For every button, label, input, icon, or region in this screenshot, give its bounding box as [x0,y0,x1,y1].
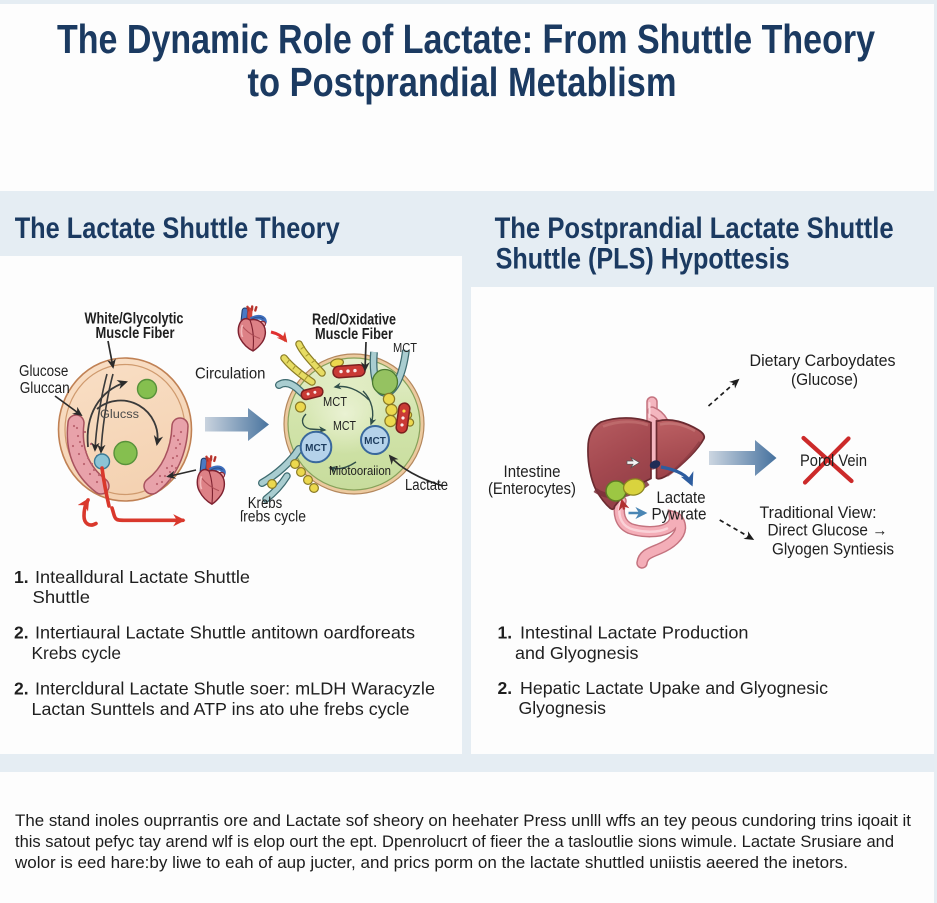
svg-text:Muscle Fiber: Muscle Fiber [315,326,393,343]
svg-text:Intestinal Lactate Production: Intestinal Lactate Production [520,623,749,643]
svg-text:2.: 2. [14,679,29,699]
svg-text:Circulation: Circulation [195,366,265,383]
svg-text:Miotooraiion: Miotooraiion [329,463,391,478]
svg-text:The Dynamic Role of Lactate: F: The Dynamic Role of Lactate: From Shuttl… [57,16,875,62]
svg-text:Krebs: Krebs [248,495,283,512]
svg-text:The Postprandial Lactate Shutt: The Postprandial Lactate Shuttle [495,212,894,245]
svg-text:Gluccan: Gluccan [20,380,70,397]
svg-text:Glucss: Glucss [100,409,139,421]
svg-text:Glyognesis: Glyognesis [518,698,606,718]
svg-text:Traditional View:: Traditional View: [759,504,876,522]
svg-text:1.: 1. [497,623,512,643]
svg-text:The Lactate Shuttle Theory: The Lactate Shuttle Theory [15,212,340,245]
svg-text:Intestine: Intestine [503,463,560,481]
svg-text:this satout pefyc tay arend wl: this satout pefyc tay arend wlf is elop … [15,832,894,851]
svg-text:Pywrate: Pywrate [651,506,706,524]
svg-text:and Glyognesis: and Glyognesis [515,643,639,663]
svg-text:Red/Oxidative: Red/Oxidative [312,312,396,329]
svg-text:ſrebs cycle: ſrebs cycle [240,509,306,526]
svg-text:2.: 2. [497,678,512,698]
svg-text:Lactate: Lactate [656,489,705,507]
svg-text:(Enterocytes): (Enterocytes) [488,480,576,498]
svg-text:MCT: MCT [323,395,347,409]
svg-text:Lactate: Lactate [405,477,448,494]
svg-text:Shuttle (PLS) Hypottesis: Shuttle (PLS) Hypottesis [496,243,790,276]
svg-text:The stand inoles ouprrantis or: The stand inoles ouprrantis ore and Lact… [15,811,911,830]
svg-text:MCT: MCT [305,443,327,454]
svg-text:Intertiaural Lactate Shuttle a: Intertiaural Lactate Shuttle antitown oa… [35,623,415,643]
svg-text:MCT: MCT [393,340,417,355]
svg-text:Muscle Fiber: Muscle Fiber [96,325,175,342]
svg-text:to Postprandial Metablism: to Postprandial Metablism [248,59,677,105]
svg-text:Intealldural Lactate Shuttle: Intealldural Lactate Shuttle [35,567,250,587]
svg-text:Hepatic Lactate Upake and Glyo: Hepatic Lactate Upake and Glyognesic [520,678,828,698]
svg-text:1.: 1. [14,567,29,587]
svg-text:White/Glycolytic: White/Glycolytic [85,311,184,328]
svg-text:Glucose: Glucose [19,363,68,380]
svg-text:Porol Vein: Porol Vein [800,452,867,470]
svg-text:MCT: MCT [364,436,386,447]
svg-text:Intercldural Lactate Shutle so: Intercldural Lactate Shutle soer: mLDH W… [35,679,435,699]
svg-text:Glyogen Syntiesis: Glyogen Syntiesis [772,541,894,559]
svg-text:2.: 2. [14,623,29,643]
svg-text:Krebs cycle: Krebs cycle [32,643,122,663]
svg-text:(Glucose): (Glucose) [791,371,858,389]
svg-text:Lactan Sunttels and ATP ins at: Lactan Sunttels and ATP ins ato uhe freb… [32,699,410,719]
svg-text:wolor is eed hare:by liwe to e: wolor is eed hare:by liwe to eah of aup … [14,853,848,872]
svg-text:Shuttle: Shuttle [33,587,91,607]
svg-text:Dietary Carboydates: Dietary Carboydates [749,352,895,370]
svg-text:Direct Glucose →: Direct Glucose → [767,522,887,540]
svg-text:MCT: MCT [333,419,356,433]
